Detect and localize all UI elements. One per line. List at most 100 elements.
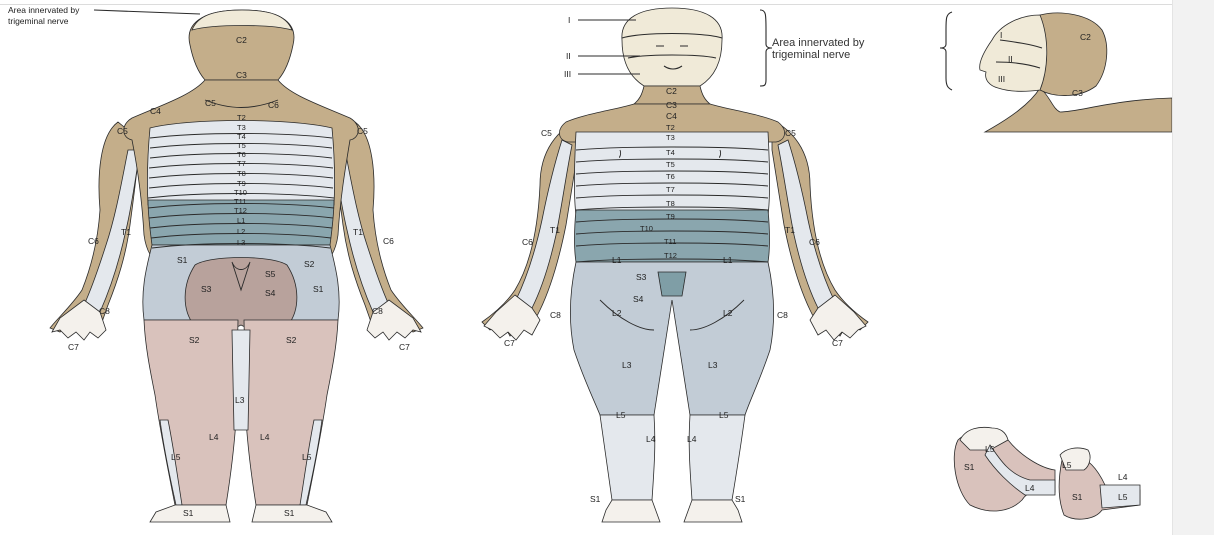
- front-label-l5-right: L5: [719, 410, 729, 420]
- front-label-t10: T10: [640, 224, 653, 233]
- back-label-l3-leg: L3: [235, 395, 245, 405]
- head-inset-label-i: I: [1000, 30, 1002, 40]
- back-label-c7-left: C7: [68, 342, 79, 352]
- front-label-l1-right: L1: [723, 255, 733, 265]
- back-midline-l3: [232, 330, 250, 430]
- front-label-l1-left: L1: [612, 255, 622, 265]
- back-label-s5: S5: [265, 269, 276, 279]
- head-inset-label-iii: III: [998, 74, 1005, 84]
- front-label-t3: T3: [666, 133, 675, 142]
- front-label-s4: S4: [633, 294, 644, 304]
- back-label-t10: T10: [234, 188, 247, 197]
- back-label-s3: S3: [201, 284, 212, 294]
- back-caption-line2: trigeminal nerve: [8, 16, 69, 26]
- front-face-label-iii: III: [564, 69, 571, 79]
- foot-inset-label-s1b: S1: [1072, 492, 1083, 502]
- front-label-l3-right: L3: [708, 360, 718, 370]
- back-label-t9: T9: [237, 179, 246, 188]
- front-brace: [760, 10, 772, 86]
- head-inset-face: [980, 15, 1047, 91]
- front-label-c8-left: C8: [550, 310, 561, 320]
- front-label-t1-right: T1: [785, 225, 795, 235]
- back-label-l1: L1: [237, 216, 245, 225]
- foot-inset-label-l4a: L4: [1025, 483, 1035, 493]
- front-right-lower-leg: [689, 415, 745, 500]
- back-label-t6: T6: [237, 150, 246, 159]
- front-label-l2-left: L2: [612, 308, 622, 318]
- foot-inset-label-l5a: L5: [985, 444, 995, 454]
- back-label-l5-left: L5: [171, 452, 181, 462]
- back-view-figure: Area innervated by trigeminal nerve C2 C…: [8, 5, 423, 522]
- front-left-foot: [602, 500, 660, 522]
- head-inset: I II III C2 C3: [940, 12, 1172, 132]
- back-label-t8: T8: [237, 169, 246, 178]
- head-inset-label-c3: C3: [1072, 88, 1083, 98]
- foot-inset-label-l4b: L4: [1118, 472, 1128, 482]
- back-label-c2: C2: [236, 35, 247, 45]
- back-label-s2-left: S2: [189, 335, 200, 345]
- back-label-c8-right: C8: [372, 306, 383, 316]
- back-label-s1-foot-right: S1: [284, 508, 295, 518]
- front-label-s1-left: S1: [590, 494, 601, 504]
- right-margin-strip: [1172, 0, 1214, 535]
- front-label-s3: S3: [636, 272, 647, 282]
- back-label-t1-left: T1: [121, 227, 131, 237]
- front-right-foot: [684, 500, 742, 522]
- back-label-t4: T4: [237, 132, 246, 141]
- back-label-s2-upper: S2: [304, 259, 315, 269]
- back-label-t12: T12: [234, 206, 247, 215]
- front-label-t4: T4: [666, 148, 675, 157]
- back-caption-leader: [94, 10, 200, 14]
- front-label-c2: C2: [666, 86, 677, 96]
- front-label-t11: T11: [664, 237, 676, 246]
- head-inset-label-c2: C2: [1080, 32, 1091, 42]
- front-label-t12: T12: [664, 251, 677, 260]
- front-label-c5-right: C5: [785, 128, 796, 138]
- front-label-l4-right: L4: [687, 434, 697, 444]
- back-caption-line1: Area innervated by: [8, 5, 80, 15]
- back-label-l3: L3: [237, 238, 245, 247]
- front-label-c7-right: C7: [832, 338, 843, 348]
- back-label-c5-right: C5: [357, 126, 368, 136]
- back-label-t11: T11: [234, 197, 246, 206]
- front-label-t9: T9: [666, 212, 675, 221]
- back-label-s1-foot-left: S1: [183, 508, 194, 518]
- back-label-l5-right: L5: [302, 452, 312, 462]
- front-face-label-i: I: [568, 15, 570, 25]
- front-label-t1-left: T1: [550, 225, 560, 235]
- back-label-s4: S4: [265, 288, 276, 298]
- back-label-t3: T3: [237, 123, 246, 132]
- front-label-t2: T2: [666, 123, 675, 132]
- back-label-s1-upper: S1: [177, 255, 188, 265]
- back-label-l2: L2: [237, 227, 245, 236]
- front-label-c6-right: C6: [809, 237, 820, 247]
- back-label-s2-right: S2: [286, 335, 297, 345]
- back-label-t1-right: T1: [353, 227, 363, 237]
- front-label-c4: C4: [666, 111, 677, 121]
- foot-inset-label-s1a: S1: [964, 462, 975, 472]
- front-label-l3-left: L3: [622, 360, 632, 370]
- head-inset-c2: [1040, 13, 1107, 96]
- foot-inset-label-l5c: L5: [1118, 492, 1128, 502]
- dermatome-diagram: Area innervated by trigeminal nerve C2 C…: [0, 0, 1172, 535]
- back-label-s1-mid: S1: [313, 284, 324, 294]
- back-label-t5: T5: [237, 141, 246, 150]
- back-label-c4: C4: [150, 106, 161, 116]
- front-label-c7-left: C7: [504, 338, 515, 348]
- front-label-l2-right: L2: [723, 308, 733, 318]
- front-label-s1-right: S1: [735, 494, 746, 504]
- front-pelvis-s3: [658, 272, 686, 296]
- front-label-t7: T7: [666, 185, 675, 194]
- foot-inset-label-l5b: L5: [1062, 460, 1072, 470]
- back-label-t2: T2: [237, 113, 246, 122]
- front-face-label-ii: II: [566, 51, 571, 61]
- front-caption-line1: Area innervated by: [772, 37, 865, 49]
- back-label-c7-right: C7: [399, 342, 410, 352]
- foot-inset: S1 L5 L4 L5 S1 L4 L5: [954, 427, 1140, 519]
- front-label-c3: C3: [666, 100, 677, 110]
- front-label-l5-left: L5: [616, 410, 626, 420]
- front-label-c5-left: C5: [541, 128, 552, 138]
- front-left-lower-leg: [600, 415, 655, 500]
- front-view-figure: Area innervated by trigeminal nerve I II…: [482, 8, 868, 522]
